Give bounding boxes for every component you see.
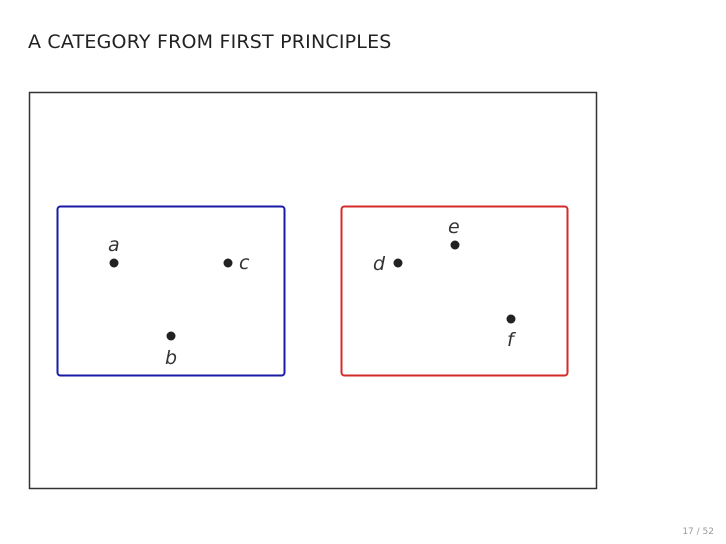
point-b-label: b: [165, 347, 177, 369]
point-c-label: c: [239, 252, 250, 274]
point-f: [506, 314, 516, 324]
point-d: [393, 258, 403, 268]
blue-group: a b c: [56, 205, 286, 377]
outer-frame: [28, 91, 598, 490]
point-b: [166, 331, 176, 341]
point-c: [223, 258, 233, 268]
blue-group-box: [56, 205, 286, 377]
point-a: [109, 258, 119, 268]
point-d-label: d: [373, 253, 386, 275]
red-group-box: [340, 205, 569, 377]
red-group: d e f: [340, 205, 569, 377]
point-e-label: e: [448, 216, 460, 238]
point-e: [450, 240, 460, 250]
point-a-label: a: [108, 234, 120, 256]
point-f-label: f: [507, 329, 517, 351]
page-number: 17 / 52: [682, 527, 714, 537]
slide-title: A CATEGORY FROM FIRST PRINCIPLES: [28, 31, 392, 53]
